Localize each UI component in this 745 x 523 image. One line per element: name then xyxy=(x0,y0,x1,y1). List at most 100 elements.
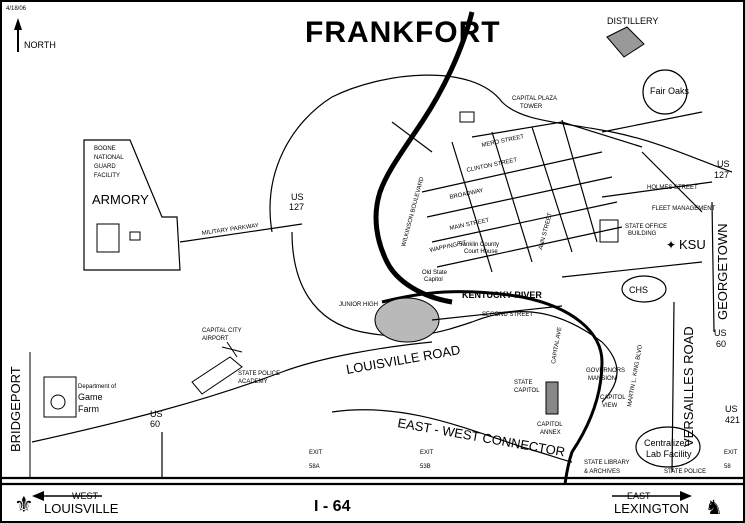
east-main-road xyxy=(561,261,703,278)
river-north-bank xyxy=(269,74,733,233)
capital-plaza-line-2: TOWER xyxy=(520,104,543,110)
river-west-bank xyxy=(291,231,473,337)
east-city: LEXINGTON xyxy=(614,501,689,516)
louisville-road xyxy=(31,341,433,443)
wilkinson-label: WILKINSON BOULEVARD xyxy=(401,176,426,248)
airport[interactable] xyxy=(221,341,243,358)
interstate-64 xyxy=(2,476,743,486)
clinton-label: CLINTON STREET xyxy=(466,157,518,174)
spa-line-2: ACADEMY xyxy=(238,379,268,385)
mero-label: MERO STREET xyxy=(481,134,525,149)
connector-road xyxy=(641,151,703,213)
capital-plaza-tower[interactable] xyxy=(459,111,475,123)
north-road xyxy=(601,111,703,133)
sob-line-1: STATE OFFICE xyxy=(625,224,667,230)
exit-59a-1: EXIT xyxy=(309,450,323,456)
ksu-label: KSU xyxy=(679,237,706,252)
boone-line-2: NATIONAL xyxy=(94,155,124,161)
distillery[interactable] xyxy=(606,26,645,58)
armory-label: ARMORY xyxy=(92,192,149,207)
chs-marker[interactable] xyxy=(621,275,667,303)
holmes-label: HOLMES STREET xyxy=(647,185,698,191)
fair-oaks-marker[interactable] xyxy=(642,69,688,115)
exit-59a-2: 58A xyxy=(309,464,320,470)
us127-east-a: US xyxy=(717,159,730,169)
east-label: EAST xyxy=(627,491,651,501)
us60-west-a: US xyxy=(150,409,163,419)
distillery-label: DISTILLERY xyxy=(607,16,658,26)
us127-east-b: 127 xyxy=(714,170,729,180)
capitol-view-1: CAPITOL xyxy=(600,395,626,401)
military-parkway xyxy=(179,223,303,243)
exit-58-2: 58 xyxy=(724,464,731,470)
mlk-label: MARTIN L. KING BLVD xyxy=(627,344,644,408)
us60-west-b: 60 xyxy=(150,419,160,429)
ksu-star-icon: ✦ xyxy=(666,238,676,252)
exit-53b-1: EXIT xyxy=(420,450,434,456)
armory-area[interactable] xyxy=(83,139,181,271)
junior-park-line-1: JUNIOR HIGH xyxy=(339,302,378,308)
versailles-label: VERSAILLES ROAD xyxy=(681,326,696,447)
west-city: LOUISVILLE xyxy=(44,501,119,516)
west-arrow-icon xyxy=(32,491,102,501)
fleur-de-lis-icon: ⚜ xyxy=(14,493,34,518)
library-line-2: & ARCHIVES xyxy=(584,469,620,475)
downtown-grid xyxy=(421,119,643,273)
state-police-label: STATE POLICE xyxy=(664,469,706,475)
interstate-label: I - 64 xyxy=(314,498,351,515)
exit-58-1: EXIT xyxy=(724,450,738,456)
franklin-court-2: Court House xyxy=(464,249,498,255)
capitol-line-2: CAPITOL xyxy=(514,388,540,394)
library-line-1: STATE LIBRARY xyxy=(584,460,630,466)
game-farm-line-1: Department of xyxy=(78,384,116,390)
river-label: KENTUCKY RIVER xyxy=(462,290,542,300)
fleet-label: FLEET MANAGEMENT xyxy=(652,206,716,212)
capital-plaza-line-1: CAPITAL PLAZA xyxy=(512,96,557,102)
west-label: WEST xyxy=(72,491,99,501)
governors-line-1: GOVERNORS xyxy=(586,368,625,374)
spa-line-1: STATE POLICE xyxy=(238,371,280,377)
lab-facility-marker[interactable] xyxy=(635,426,701,468)
east-west-connector xyxy=(331,409,573,463)
airport-line-2: AIRPORT xyxy=(202,336,229,342)
horse-icon: ♞ xyxy=(705,495,723,519)
us127-west-b: 127 xyxy=(289,202,304,212)
lab-line-1: Centralized xyxy=(644,438,690,448)
us127-west-a: US xyxy=(291,192,304,202)
airport-line-1: CAPITAL CITY xyxy=(202,328,242,334)
boone-line-1: BOONE xyxy=(94,146,116,152)
game-farm-line-3: Farm xyxy=(78,404,99,414)
north-arrow-icon xyxy=(14,18,22,52)
annex-line-2: ANNEX xyxy=(540,430,561,436)
capital-ave-label: CAPITAL AVE xyxy=(551,327,563,365)
capitol-line-1: STATE xyxy=(514,380,532,386)
state-office-building[interactable] xyxy=(599,219,619,243)
us421-b: 421 xyxy=(725,415,740,425)
louisville-road-label: LOUISVILLE ROAD xyxy=(345,342,461,377)
old-capitol-1: Old State xyxy=(422,270,448,276)
versailles-road xyxy=(671,301,675,473)
junior-park-icon xyxy=(374,297,440,343)
kentucky-river xyxy=(381,290,604,485)
franklin-court-1: Franklin County xyxy=(457,242,499,248)
state-capitol-icon[interactable] xyxy=(545,381,559,415)
annex-line-1: CAPITOL xyxy=(537,422,563,428)
georgetown-road xyxy=(711,201,715,333)
bridgeport-label: BRIDGEPORT xyxy=(8,366,23,452)
sob-line-2: BUILDING xyxy=(628,231,657,237)
boone-line-3: GUARD xyxy=(94,164,116,170)
georgetown-label: GEORGETOWN xyxy=(715,223,730,320)
old-capitol-2: Capitol xyxy=(424,277,443,283)
us60-east-b: 60 xyxy=(716,339,726,349)
lab-line-2: Lab Facility xyxy=(646,449,692,459)
ann-label: ANN STREET xyxy=(538,212,554,251)
state-police-academy[interactable] xyxy=(191,356,243,395)
chs-label: CHS xyxy=(629,285,648,295)
governors-line-2: MANSION xyxy=(588,376,616,382)
holmes-street xyxy=(601,181,713,198)
game-farm-line-2: Game xyxy=(78,392,103,402)
game-farm[interactable] xyxy=(43,376,77,418)
fair-oaks-label: Fair Oaks xyxy=(650,86,690,96)
